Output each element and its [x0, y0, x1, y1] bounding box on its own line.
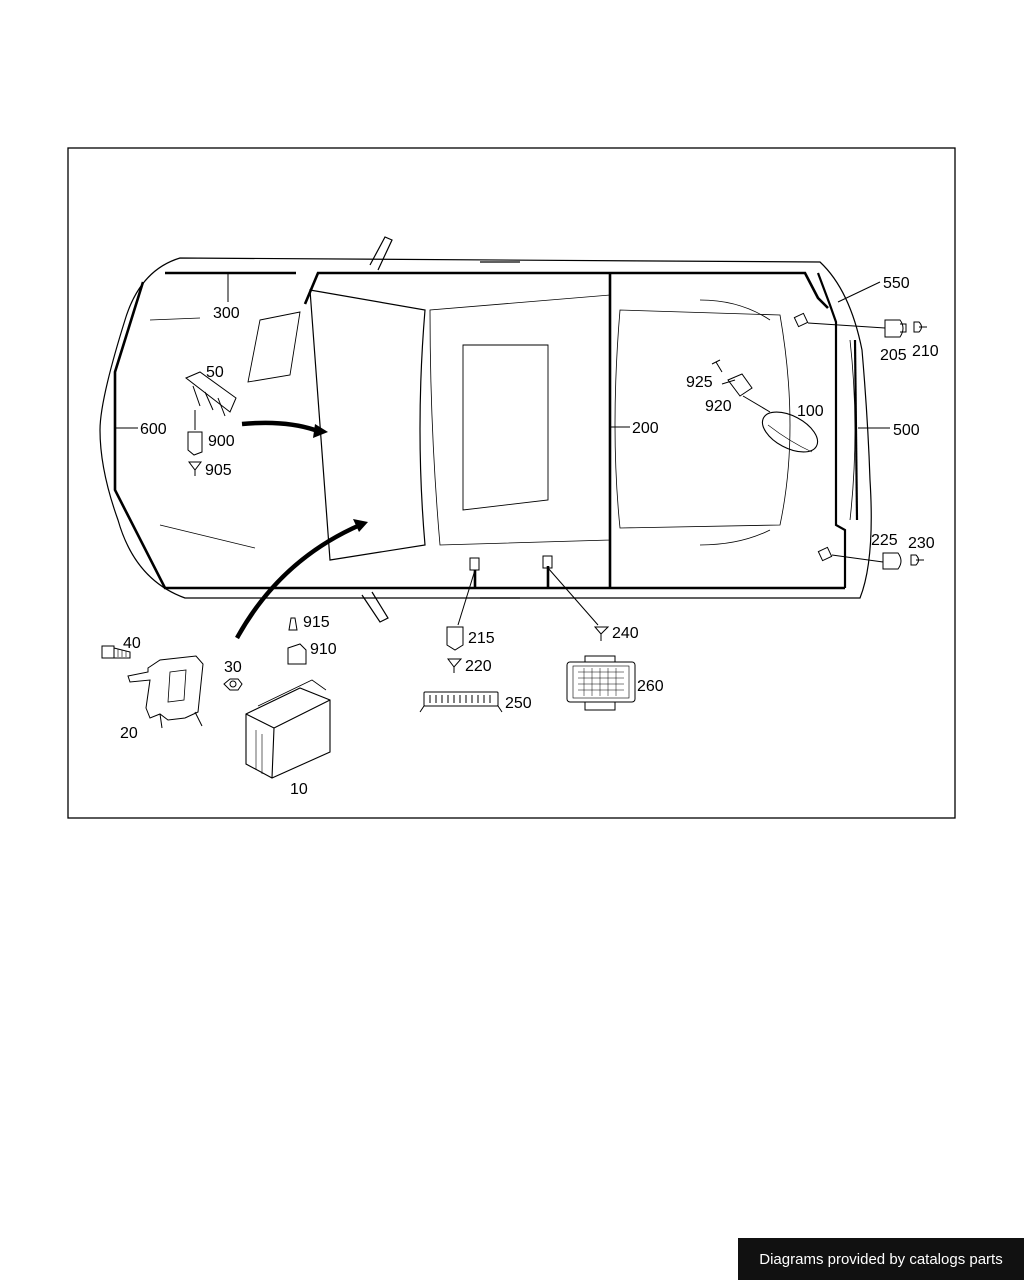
label-210: 210	[912, 343, 939, 360]
unit-100	[761, 411, 819, 453]
label-200: 200	[632, 420, 659, 437]
diagram-frame	[67, 147, 956, 819]
terminal-210	[913, 321, 927, 333]
connector-910	[287, 643, 307, 665]
terminal-905	[188, 461, 202, 476]
terminal-925	[711, 359, 723, 373]
arrow-50-to-car	[241, 420, 316, 433]
part-labels: 300 600 50 900 905 200 550 205 210 925 9…	[120, 275, 939, 798]
label-40: 40	[123, 635, 141, 652]
terminal-230	[910, 554, 924, 566]
switch-module-50	[185, 371, 237, 430]
label-915: 915	[303, 614, 330, 631]
label-10: 10	[290, 781, 308, 798]
label-300: 300	[213, 305, 240, 322]
label-225: 225	[871, 532, 898, 549]
label-220: 220	[465, 658, 492, 675]
label-100: 100	[797, 403, 824, 420]
label-910: 910	[310, 641, 337, 658]
label-500: 500	[893, 422, 920, 439]
label-905: 905	[205, 462, 232, 479]
label-600: 600	[140, 421, 167, 438]
label-240: 240	[612, 625, 639, 642]
label-205: 205	[880, 347, 907, 364]
connector-920	[727, 373, 753, 397]
connector-205	[793, 312, 907, 338]
terminal-220	[447, 658, 463, 673]
car-body	[99, 236, 872, 623]
connector-block-260	[566, 655, 636, 711]
bracket-20	[127, 655, 204, 729]
connector-900	[187, 431, 203, 456]
label-925: 925	[686, 374, 713, 391]
label-30: 30	[224, 659, 242, 676]
label-550: 550	[883, 275, 910, 292]
nut-30	[223, 678, 243, 691]
bolt-40	[101, 645, 131, 659]
connector-215	[446, 557, 480, 651]
wiring-harness	[113, 271, 859, 590]
label-920: 920	[705, 398, 732, 415]
terminal-240	[542, 555, 610, 641]
label-260: 260	[637, 678, 664, 695]
arrow-10-to-car	[235, 522, 361, 640]
label-250: 250	[505, 695, 532, 712]
label-230: 230	[908, 535, 935, 552]
control-unit-10	[245, 679, 331, 779]
pointer-arrows	[235, 420, 368, 640]
footer-credit: Diagrams provided by catalogs parts	[738, 1238, 1024, 1280]
label-900: 900	[208, 433, 235, 450]
label-50: 50	[206, 364, 224, 381]
terminal-915	[288, 617, 298, 631]
label-215: 215	[468, 630, 495, 647]
leader-lines	[115, 274, 890, 429]
label-20: 20	[120, 725, 138, 742]
connector-225	[817, 546, 902, 570]
fuse-strip-250	[419, 691, 503, 713]
